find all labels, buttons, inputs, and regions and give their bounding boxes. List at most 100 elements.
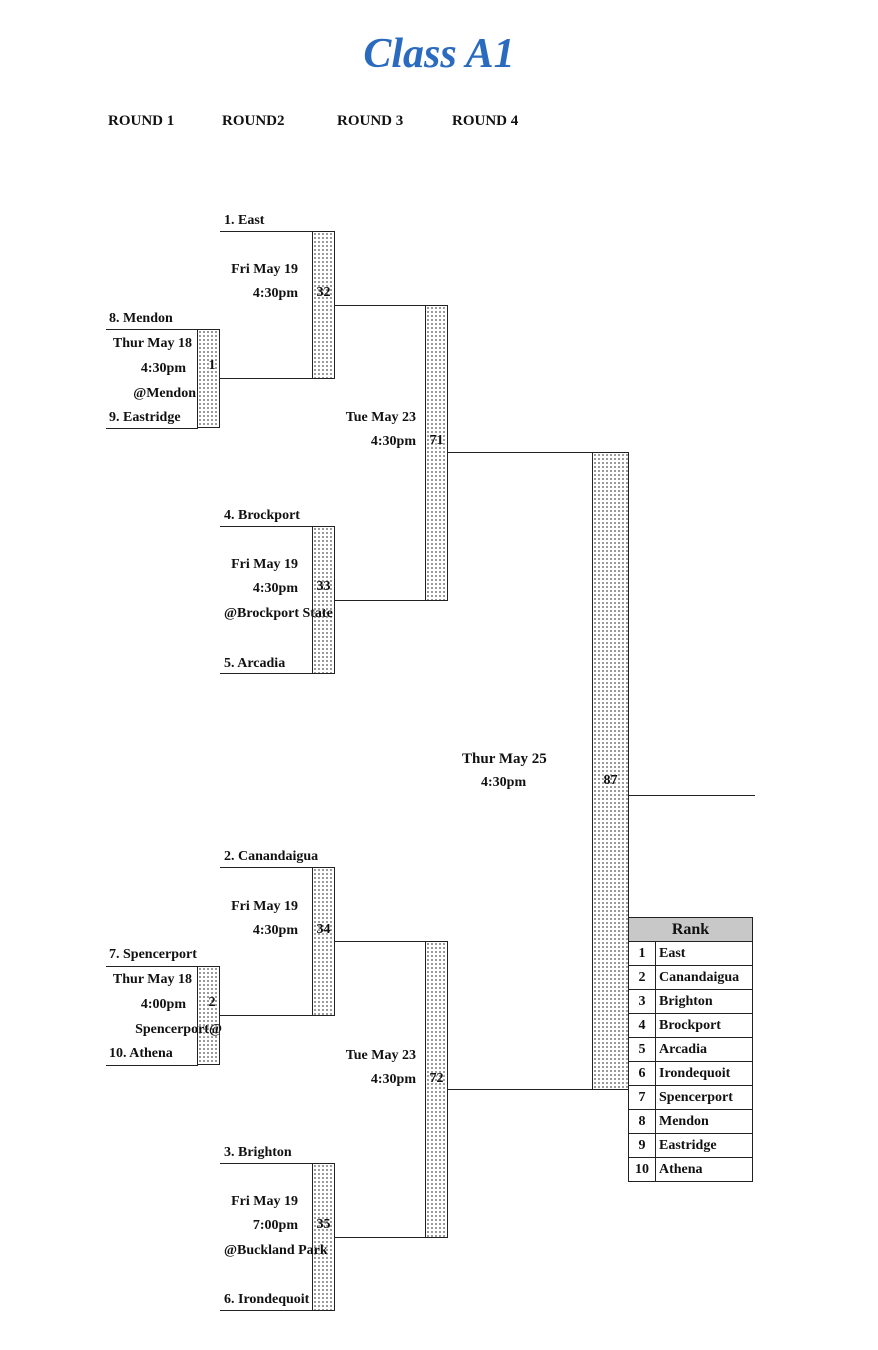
- seed-8-mendon: 8. Mendon: [109, 311, 173, 326]
- seed-2-canandaigua: 2. Canandaigua: [224, 849, 319, 864]
- bracket-line: [334, 600, 426, 601]
- bracket-line: [220, 231, 313, 232]
- game-71-date: Tue May 23: [345, 410, 416, 425]
- game-32-date: Fri May 19: [231, 262, 298, 277]
- game-35-date: Fri May 19: [231, 1194, 298, 1209]
- bracket-line: [334, 305, 426, 306]
- rank-number: 10: [628, 1157, 656, 1182]
- bracket-line: [447, 1089, 593, 1090]
- seed-3-brighton: 3. Brighton: [224, 1145, 292, 1160]
- round-1-header: ROUND 1: [108, 113, 175, 129]
- bracket-line: [220, 867, 313, 868]
- rank-number: 9: [628, 1133, 656, 1158]
- rank-number: 8: [628, 1109, 656, 1134]
- game-number-72: 72: [429, 1071, 444, 1086]
- bracket-line: [220, 1015, 313, 1016]
- game-1-site: @Mendon: [133, 386, 196, 401]
- game-33-time: 4:30pm: [252, 581, 298, 596]
- game-number-2: 2: [208, 995, 216, 1010]
- seed-4-brockport: 4. Brockport: [224, 508, 300, 523]
- rank-team: Brockport: [655, 1013, 753, 1038]
- game-35-time: 7:00pm: [252, 1218, 298, 1233]
- bracket-line: [106, 966, 198, 967]
- game-1-time: 4:30pm: [140, 361, 186, 376]
- rank-team: Canandaigua: [655, 965, 753, 990]
- bracket-line: [220, 1310, 313, 1311]
- game-2-time: 4:00pm: [140, 997, 186, 1012]
- game-1-date: Thur May 18: [112, 336, 192, 351]
- rank-team: Arcadia: [655, 1037, 753, 1062]
- game-number-1: 1: [208, 358, 216, 373]
- rank-number: 4: [628, 1013, 656, 1038]
- round-4-header: ROUND 4: [452, 113, 519, 129]
- game-box-87: [592, 452, 629, 1090]
- game-box-1: [197, 329, 220, 428]
- bracket-line: [447, 452, 593, 453]
- game-32-time: 4:30pm: [252, 286, 298, 301]
- game-2-date: Thur May 18: [112, 972, 192, 987]
- round-3-header: ROUND 3: [337, 113, 404, 129]
- game-box-35: [312, 1163, 335, 1311]
- game-number-87: 87: [603, 773, 618, 788]
- rank-number: 2: [628, 965, 656, 990]
- round-2-header: ROUND2: [222, 113, 285, 129]
- rank-table-header: Rank: [628, 917, 753, 942]
- seed-9-eastridge: 9. Eastridge: [109, 410, 181, 425]
- rank-team: Athena: [655, 1157, 753, 1182]
- game-34-date: Fri May 19: [231, 899, 298, 914]
- seed-6-irondequoit: 6. Irondequoit: [224, 1292, 310, 1307]
- game-box-71: [425, 305, 448, 601]
- game-box-72: [425, 941, 448, 1238]
- game-2-site: @Spencerport: [135, 1022, 222, 1037]
- game-box-34: [312, 867, 335, 1016]
- bracket-line: [106, 1065, 198, 1066]
- game-number-71: 71: [429, 433, 444, 448]
- game-number-35: 35: [316, 1217, 331, 1232]
- rank-number: 7: [628, 1085, 656, 1110]
- rank-team: Irondequoit: [655, 1061, 753, 1086]
- bracket-line: [106, 329, 198, 330]
- rank-number: 5: [628, 1037, 656, 1062]
- champion-line: [628, 795, 755, 796]
- game-33-site: @Brockport State: [224, 606, 333, 621]
- bracket-line: [220, 673, 313, 674]
- rank-team: Mendon: [655, 1109, 753, 1134]
- game-box-2: [197, 966, 220, 1065]
- rank-team: Brighton: [655, 989, 753, 1014]
- seed-10-athena: 10. Athena: [109, 1046, 173, 1061]
- bracket-line: [106, 428, 198, 429]
- game-number-34: 34: [316, 922, 331, 937]
- seed-5-arcadia: 5. Arcadia: [224, 656, 286, 671]
- rank-number: 1: [628, 941, 656, 966]
- bracket-line: [220, 526, 313, 527]
- page-title: Class A1: [363, 31, 515, 77]
- seed-1-east: 1. East: [224, 213, 265, 228]
- bracket-line: [220, 1163, 313, 1164]
- rank-number: 6: [628, 1061, 656, 1086]
- game-number-33: 33: [316, 579, 331, 594]
- game-box-32: [312, 231, 335, 379]
- game-71-time: 4:30pm: [370, 434, 416, 449]
- game-87-date: Thur May 25: [462, 751, 547, 767]
- game-35-site: @Buckland Park: [224, 1243, 328, 1258]
- rank-team: Spencerport: [655, 1085, 753, 1110]
- game-87-time: 4:30pm: [481, 775, 527, 790]
- bracket-line: [220, 378, 313, 379]
- game-34-time: 4:30pm: [252, 923, 298, 938]
- bracket-line: [334, 1237, 426, 1238]
- game-72-date: Tue May 23: [345, 1048, 416, 1063]
- game-box-33: [312, 526, 335, 674]
- rank-team: East: [655, 941, 753, 966]
- rank-number: 3: [628, 989, 656, 1014]
- game-number-32: 32: [316, 285, 331, 300]
